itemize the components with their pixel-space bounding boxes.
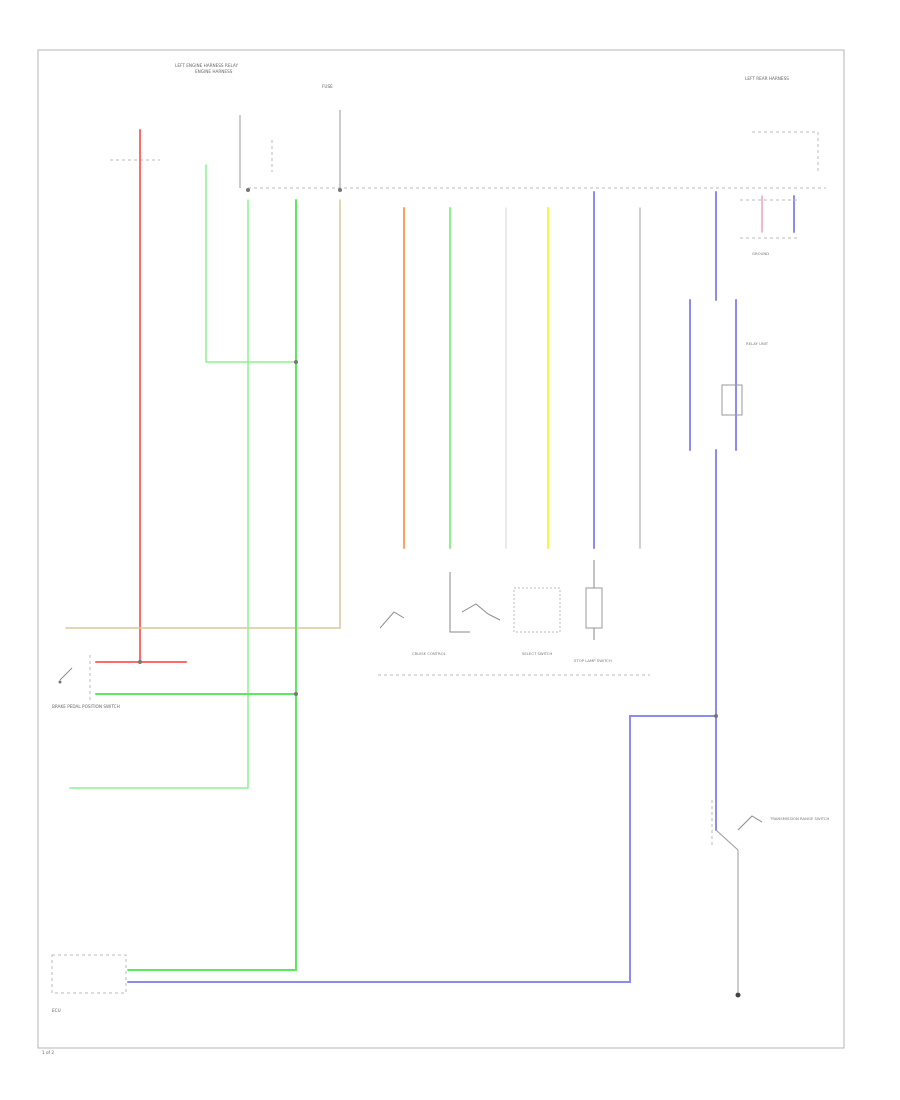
mid-switch-cluster: CRUISE CONTROL SELECT SWITCH STOP LAMP S… bbox=[378, 560, 650, 676]
trans-switch-label: TRANSMISSION RANGE SWITCH bbox=[769, 816, 830, 821]
mid-switch-3-label: STOP LAMP SWITCH bbox=[574, 658, 612, 663]
tl-component-label: LEFT ENGINE HARNESS RELAY bbox=[175, 63, 238, 68]
bpp-switch-label: BRAKE PEDAL POSITION SWITCH bbox=[52, 704, 120, 709]
diagram-frame bbox=[37, 49, 845, 1049]
red-wire bbox=[95, 129, 187, 663]
ground-label: GROUND bbox=[752, 251, 769, 256]
top-labels: LEFT ENGINE HARNESS RELAY ENGINE HARNESS… bbox=[42, 63, 789, 1055]
tr-component-label: LEFT REAR HARNESS bbox=[745, 76, 789, 81]
light-green-wire bbox=[69, 164, 297, 789]
mid-switch-1-label: CRUISE CONTROL bbox=[412, 651, 447, 656]
mid-fuse-label: FUSE bbox=[322, 84, 333, 89]
transmission-switch: TRANSMISSION RANGE SWITCH bbox=[711, 800, 830, 845]
corner-label: 1 of 2 bbox=[42, 1050, 54, 1055]
black-wires bbox=[239, 110, 739, 992]
right-relay-unit: RELAY UNIT GROUND bbox=[721, 199, 800, 416]
ecu-label: ECU bbox=[52, 1008, 61, 1013]
connector-dots bbox=[138, 188, 718, 718]
ecu-box: ECU bbox=[51, 954, 127, 1013]
relay-unit-label: RELAY UNIT bbox=[746, 341, 769, 346]
brake-pedal-switch: BRAKE PEDAL POSITION SWITCH bbox=[52, 655, 120, 709]
tan-wire bbox=[65, 199, 341, 629]
right-blue-wire bbox=[127, 191, 737, 983]
mid-switch-2-label: SELECT SWITCH bbox=[522, 651, 553, 656]
bright-green-wire bbox=[95, 199, 297, 971]
ground-icon bbox=[735, 992, 741, 998]
tl-sub-label: ENGINE HARNESS bbox=[195, 69, 233, 74]
